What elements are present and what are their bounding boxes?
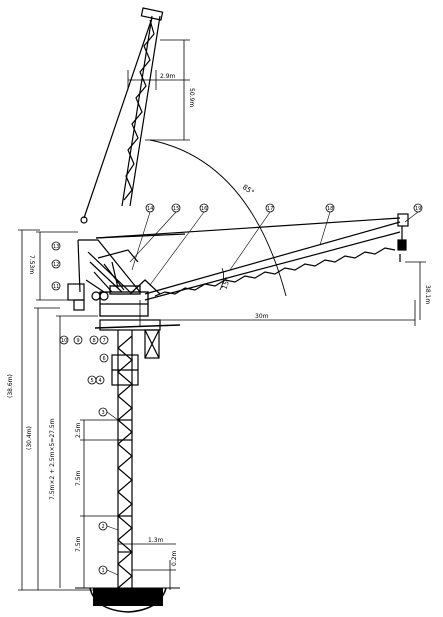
callout-14: 14 — [145, 203, 155, 213]
svg-text:2: 2 — [102, 524, 105, 530]
callout-12: 12 — [51, 259, 61, 269]
mast-tower — [117, 330, 133, 589]
callout-8: 8 — [89, 335, 99, 345]
boom-length-label: 50.9m — [188, 88, 195, 107]
svg-text:18: 18 — [327, 206, 333, 212]
slewing-unit — [99, 285, 149, 317]
svg-text:15: 15 — [173, 206, 179, 212]
section-mid-label: 7.5m — [75, 470, 82, 486]
callout-13: 13 — [51, 241, 61, 251]
callout-3: 3 — [98, 407, 108, 417]
callout-10: 10 — [59, 335, 69, 345]
svg-text:11: 11 — [53, 284, 59, 290]
callout-9: 9 — [73, 335, 83, 345]
svg-text:3: 3 — [102, 410, 105, 416]
mast-width-label: 1.3m — [148, 537, 164, 544]
callout-7: 7 — [99, 335, 109, 345]
callout-16: 16 — [199, 203, 209, 213]
svg-text:5: 5 — [91, 378, 94, 384]
callout-2: 2 — [98, 521, 108, 531]
hook-height-label: 38.1m — [424, 285, 431, 304]
climbing-frame — [94, 319, 181, 386]
svg-text:19: 19 — [415, 206, 421, 212]
min-luff-angle: 15° — [220, 276, 232, 290]
callout-19: 19 — [413, 203, 423, 213]
svg-text:12: 12 — [53, 262, 59, 268]
svg-text:13: 13 — [53, 244, 59, 250]
foundation — [75, 587, 180, 613]
jib-length-label: 30m — [255, 313, 269, 320]
max-luff-angle: 85° — [241, 183, 256, 197]
callout-18: 18 — [325, 203, 335, 213]
mast-head-label: 7.53m — [28, 255, 35, 274]
dimension-texts: 2.9m 50.9m 7.53m 30m 38.1m (38.6m) (30.4… — [7, 73, 431, 566]
svg-text:6: 6 — [103, 356, 106, 362]
callout-6: 6 — [99, 353, 109, 363]
callout-4: 4 — [95, 375, 105, 385]
svg-text:8: 8 — [93, 338, 96, 344]
svg-text:7: 7 — [103, 338, 106, 344]
svg-text:16: 16 — [201, 206, 207, 212]
section-low-label: 7.5m — [75, 536, 82, 552]
section-upper-label: 2.5m — [75, 422, 82, 438]
total-height-label: (38.6m) — [7, 374, 14, 398]
counter-jib — [67, 239, 141, 311]
svg-text:17: 17 — [267, 206, 273, 212]
mast-formula-label: 7.5m×2 + 2.5m×5=27.5m — [49, 418, 56, 500]
svg-text:14: 14 — [147, 206, 153, 212]
jib-raised — [80, 7, 164, 224]
jib-working — [95, 217, 401, 301]
callout-1: 1 — [98, 565, 108, 575]
dimension-lines — [18, 39, 426, 591]
leader-lines — [106, 211, 419, 576]
callout-15: 15 — [171, 203, 181, 213]
svg-text:10: 10 — [61, 338, 67, 344]
svg-text:9: 9 — [77, 338, 80, 344]
svg-text:1: 1 — [102, 568, 105, 574]
callout-17: 17 — [265, 203, 275, 213]
foundation-label: 0.2m — [171, 550, 178, 566]
under-jib-height-label: (30.4m) — [26, 426, 33, 450]
offset-top-label: 2.9m — [160, 73, 176, 80]
callout-5: 5 — [87, 375, 97, 385]
callout-11: 11 — [51, 281, 61, 291]
svg-text:4: 4 — [99, 378, 102, 384]
